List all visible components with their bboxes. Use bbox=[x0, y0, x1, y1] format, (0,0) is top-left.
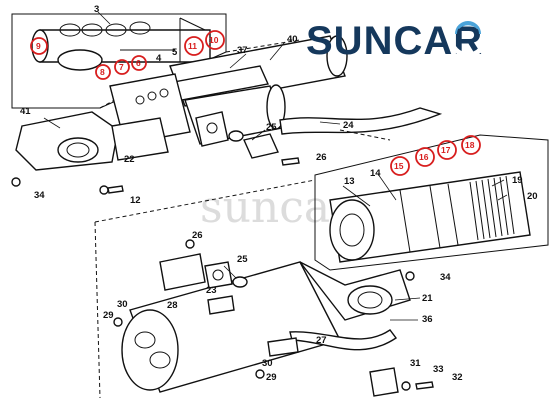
callout-4: 4 bbox=[156, 53, 162, 64]
callout-12: 12 bbox=[130, 195, 141, 206]
callout-25: 25 bbox=[266, 122, 277, 133]
callout-36: 36 bbox=[422, 314, 433, 325]
callout-7: 7 bbox=[119, 62, 124, 72]
callout-8: 8 bbox=[100, 67, 105, 77]
highlight-circles bbox=[30, 30, 481, 176]
callout-16: 16 bbox=[419, 152, 429, 162]
callout-6: 6 bbox=[136, 58, 141, 68]
callout-26-lower: 26 bbox=[192, 230, 203, 241]
callout-9: 9 bbox=[36, 41, 41, 51]
callout-24: 24 bbox=[343, 120, 354, 131]
part-callouts: 3 40 37 4 5 41 25 24 26 22 34 12 13 14 1… bbox=[20, 4, 538, 383]
callout-22: 22 bbox=[124, 154, 135, 165]
callout-34: 34 bbox=[34, 190, 45, 201]
callout-14: 14 bbox=[370, 168, 381, 179]
callout-26: 26 bbox=[316, 152, 327, 163]
callout-15: 15 bbox=[394, 161, 404, 171]
callout-29-lower: 29 bbox=[266, 372, 277, 383]
callout-33: 33 bbox=[433, 364, 444, 375]
leader-lines bbox=[43, 11, 508, 321]
upper-cylinder-assembly bbox=[11, 35, 443, 195]
callout-20: 20 bbox=[527, 191, 538, 202]
callout-28: 28 bbox=[167, 300, 178, 311]
callout-3: 3 bbox=[94, 4, 99, 15]
callout-41: 41 bbox=[20, 106, 31, 117]
callout-30: 30 bbox=[117, 299, 128, 310]
callout-11: 11 bbox=[188, 41, 197, 51]
callout-18: 18 bbox=[465, 140, 475, 150]
callout-13: 13 bbox=[344, 176, 355, 187]
suncar-logo: SUNCAR bbox=[306, 18, 488, 63]
callout-10: 10 bbox=[209, 35, 219, 45]
callout-34-lower: 34 bbox=[440, 272, 451, 283]
callout-31: 31 bbox=[410, 358, 421, 369]
callout-19: 19 bbox=[512, 175, 523, 186]
callout-30-lower: 30 bbox=[262, 358, 273, 369]
callout-27: 27 bbox=[316, 335, 327, 346]
callout-5: 5 bbox=[172, 47, 178, 58]
watermark-text: suncar bbox=[200, 182, 352, 233]
callout-37: 37 bbox=[237, 45, 248, 56]
callout-29: 29 bbox=[103, 310, 114, 321]
callout-25-lower: 25 bbox=[237, 254, 248, 265]
piston-detail-inset bbox=[314, 129, 549, 271]
callout-21: 21 bbox=[422, 293, 433, 304]
highlighted-callouts: 9 8 7 6 11 10 15 16 17 18 bbox=[36, 35, 475, 171]
callout-23: 23 bbox=[206, 285, 217, 296]
callout-17: 17 bbox=[441, 145, 451, 155]
callout-40: 40 bbox=[287, 34, 298, 45]
lower-cylinder-assembly bbox=[94, 179, 434, 399]
callout-32: 32 bbox=[452, 372, 463, 383]
